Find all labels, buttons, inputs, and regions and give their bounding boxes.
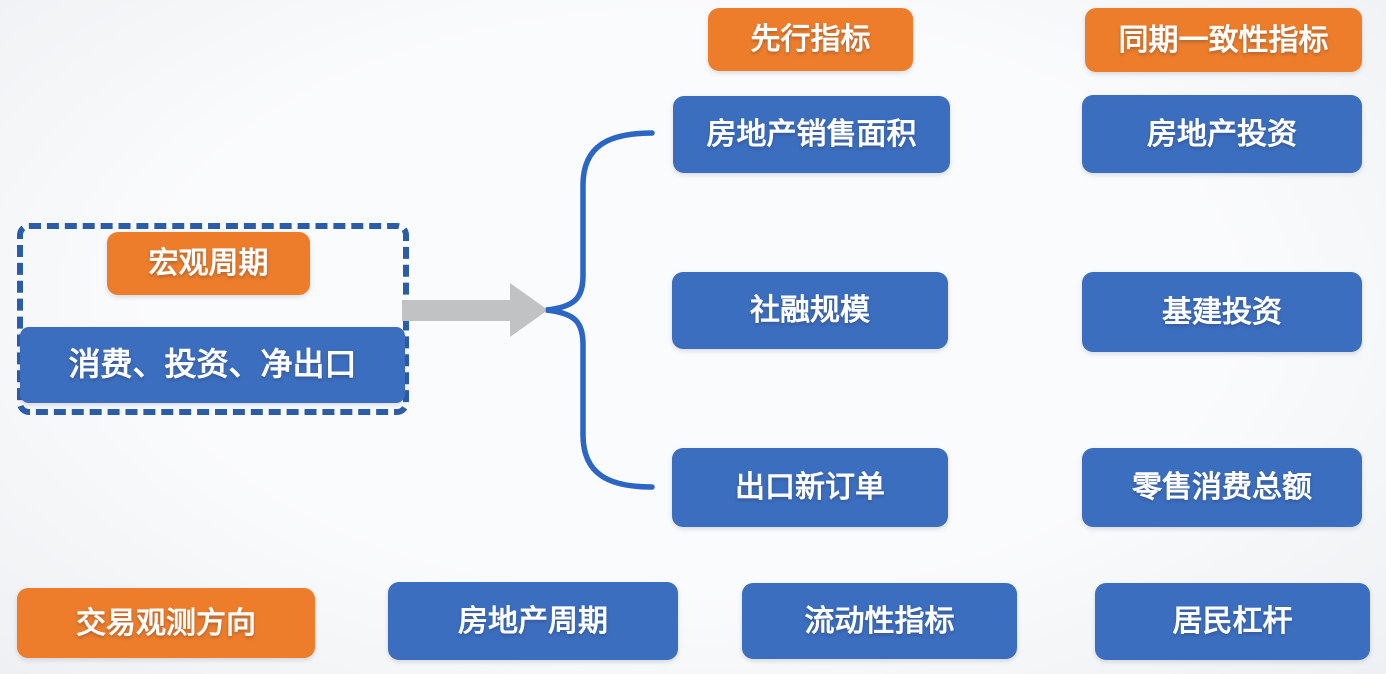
leading-item-export-new-orders: 出口新订单 [672, 448, 948, 527]
leading-item-real-estate-sales-area: 房地产销售面积 [673, 96, 950, 173]
bottom-item-real-estate-cycle: 房地产周期 [388, 582, 678, 660]
coincident-indicators-header: 同期一致性指标 [1085, 8, 1362, 72]
coincident-item-real-estate-investment: 房地产投资 [1082, 95, 1362, 173]
coincident-item-retail-consumption-total: 零售消费总额 [1082, 448, 1362, 527]
leading-indicators-header: 先行指标 [708, 8, 913, 71]
bottom-item-resident-leverage: 居民杠杆 [1095, 583, 1370, 660]
bottom-item-liquidity-indicators: 流动性指标 [742, 583, 1017, 659]
leading-item-social-financing-scale: 社融规模 [672, 272, 948, 349]
coincident-item-infrastructure-investment: 基建投资 [1082, 272, 1362, 352]
flow-arrow-icon [402, 283, 548, 337]
brace-icon [545, 130, 655, 490]
macro-components-box: 消费、投资、净出口 [20, 327, 405, 403]
trade-observation-direction-label: 交易观测方向 [17, 588, 315, 658]
macro-cycle-title: 宏观周期 [107, 232, 310, 295]
